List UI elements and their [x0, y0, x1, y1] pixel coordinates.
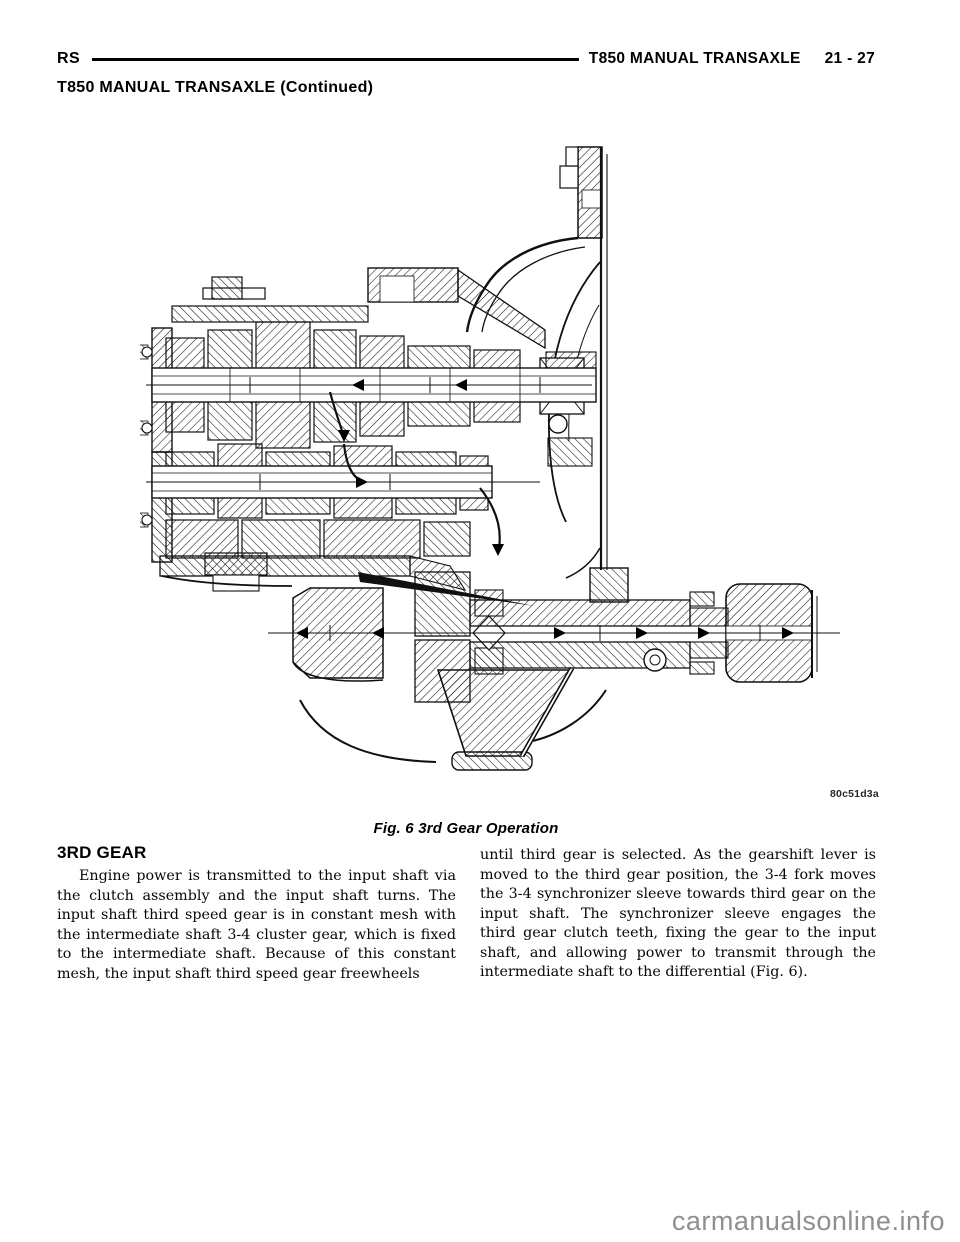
- bell-housing: [465, 146, 629, 743]
- header-model-code: RS: [57, 50, 81, 67]
- header-right: T850 MANUAL TRANSAXLE 21 - 27: [589, 50, 875, 68]
- page-header: RS T850 MANUAL TRANSAXLE 21 - 27: [57, 50, 875, 68]
- body-column-left: Engine power is transmitted to the input…: [57, 868, 456, 982]
- figure-scan-code: 80c51d3a: [830, 788, 879, 800]
- body-column-right: until third gear is selected. As the gea…: [480, 847, 876, 980]
- header-continued-title: T850 MANUAL TRANSAXLE (Continued): [57, 79, 374, 96]
- transaxle-cross-section-diagram: [140, 146, 840, 771]
- section-heading: 3RD GEAR: [57, 843, 147, 862]
- header-page-number: 21 - 27: [824, 50, 875, 67]
- site-watermark: carmanualsonline.info: [671, 1206, 945, 1236]
- figure-caption: Fig. 6 3rd Gear Operation: [373, 820, 559, 837]
- header-rule: [92, 57, 579, 61]
- header-title: T850 MANUAL TRANSAXLE: [588, 50, 801, 67]
- power-flow-arrows: [146, 377, 840, 641]
- output-shaft: [469, 583, 818, 683]
